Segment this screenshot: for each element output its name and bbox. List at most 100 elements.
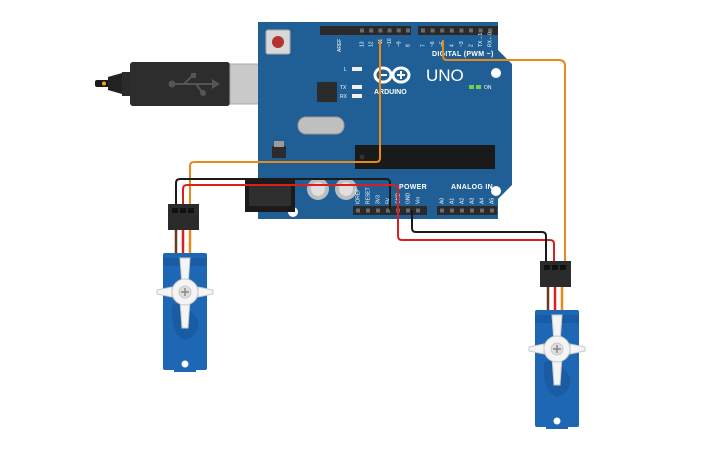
analog-pin-group: A0 A1 A2 A3 A4 A5: [440, 198, 496, 213]
servo-horn-icon: [528, 314, 586, 386]
connector-socket: [560, 265, 566, 270]
wire-signal-right[interactable]: [442, 40, 566, 262]
pin-label: A4: [480, 198, 486, 204]
mount-hole: [491, 186, 501, 196]
header-pin[interactable]: [459, 28, 464, 33]
usb-symbol-icon: [168, 73, 220, 96]
header-pin[interactable]: [440, 28, 445, 33]
wire-5v-right[interactable]: [397, 210, 555, 262]
crystal-oscillator: [297, 116, 345, 135]
header-pin[interactable]: [406, 208, 410, 213]
header-pin[interactable]: [449, 28, 454, 33]
atmega-chip: [355, 145, 495, 169]
board-pcb: [258, 22, 512, 219]
header-pin[interactable]: [469, 28, 473, 33]
header-pin[interactable]: [416, 208, 420, 213]
wire-5v-left[interactable]: [182, 184, 399, 210]
power-jack[interactable]: [245, 178, 295, 212]
reset-button[interactable]: [265, 29, 291, 55]
regulator-tab: [274, 141, 284, 147]
pin-label: 4: [449, 44, 455, 47]
servo-right[interactable]: [528, 261, 586, 429]
pin-label: ~9: [396, 41, 402, 47]
pin-label: TX→1: [478, 33, 484, 47]
header-pin[interactable]: [366, 208, 370, 213]
header-pin[interactable]: [488, 28, 493, 33]
header-pin[interactable]: [460, 208, 464, 213]
led-tx-label: TX: [340, 85, 347, 91]
digital-header-label: DIGITAL (PWM ~): [432, 51, 494, 58]
connector-socket: [552, 265, 558, 270]
pin-label: 3V3: [376, 195, 382, 204]
aref-label: AREF: [337, 39, 343, 52]
pin-label: A5: [490, 198, 496, 204]
led-rx: [352, 94, 362, 98]
header-pin[interactable]: [430, 28, 435, 33]
header-pin[interactable]: [396, 28, 401, 33]
led-l-label: L: [344, 67, 347, 73]
board-model-label: UNO: [426, 66, 464, 85]
led-l: [352, 67, 362, 71]
pin-label: ~6: [430, 41, 436, 47]
usb-cable-tip: [102, 81, 106, 86]
capacitor: [307, 178, 329, 200]
digital-header-high: [320, 26, 411, 35]
connector-socket: [180, 208, 186, 213]
power-header-label: POWER: [399, 184, 427, 191]
pin-label: RX←0: [488, 32, 494, 47]
usb-strain-relief: [108, 73, 122, 94]
led-rx-label: RX: [340, 94, 348, 100]
header-pin[interactable]: [386, 208, 390, 213]
connector-socket: [188, 208, 194, 213]
pin-label: 5V: [386, 197, 392, 204]
usb-collar: [122, 72, 130, 96]
header-pin[interactable]: [480, 208, 484, 213]
pin-label: 7: [421, 44, 427, 47]
header-pin[interactable]: [450, 208, 454, 213]
header-pin[interactable]: [376, 208, 380, 213]
wire-gnd-left[interactable]: [175, 178, 391, 210]
header-pin[interactable]: [387, 28, 392, 33]
led-tx: [352, 85, 362, 89]
pin-label: A2: [460, 198, 466, 204]
wire-gnd-right[interactable]: [411, 210, 547, 262]
pin-label: RESET: [366, 187, 372, 204]
header-pin[interactable]: [421, 28, 425, 33]
header-pin[interactable]: [470, 208, 474, 213]
led-on-label: ON: [484, 85, 492, 91]
servo-mount-hole: [181, 360, 189, 368]
pin-label: 12: [369, 41, 375, 47]
header-pin[interactable]: [440, 208, 444, 213]
led-on: [476, 85, 481, 89]
pin-label: Vin: [416, 197, 422, 204]
pin-label: A3: [470, 198, 476, 204]
arduino-infinity-icon: [373, 66, 411, 84]
pin-label: GND: [406, 193, 412, 205]
pin-label: 2: [469, 44, 475, 47]
wire-signal-left[interactable]: [189, 40, 381, 205]
servo-left[interactable]: [156, 204, 214, 372]
header-pin[interactable]: [406, 28, 410, 33]
header-pin[interactable]: [478, 28, 483, 33]
led-on: [469, 85, 474, 89]
header-pin[interactable]: [490, 208, 494, 213]
servo-connector: [168, 204, 199, 230]
pin-label: A1: [450, 198, 456, 204]
usb-cable[interactable]: [95, 62, 285, 106]
pin-label: A0: [440, 198, 446, 204]
brand-label: ARDUINO: [374, 89, 407, 96]
pin-label: 13: [360, 41, 366, 47]
servo-connector: [540, 261, 571, 287]
pin-label: IOREF: [356, 189, 362, 204]
header-pin[interactable]: [369, 28, 374, 33]
analog-header-label: ANALOG IN: [451, 184, 493, 191]
capacitor: [335, 178, 357, 200]
header-pin[interactable]: [356, 208, 360, 213]
header-pin[interactable]: [378, 28, 383, 33]
servo-horn-icon: [156, 257, 214, 329]
pin-label: ~10: [387, 38, 393, 47]
header-pin[interactable]: [360, 28, 364, 33]
